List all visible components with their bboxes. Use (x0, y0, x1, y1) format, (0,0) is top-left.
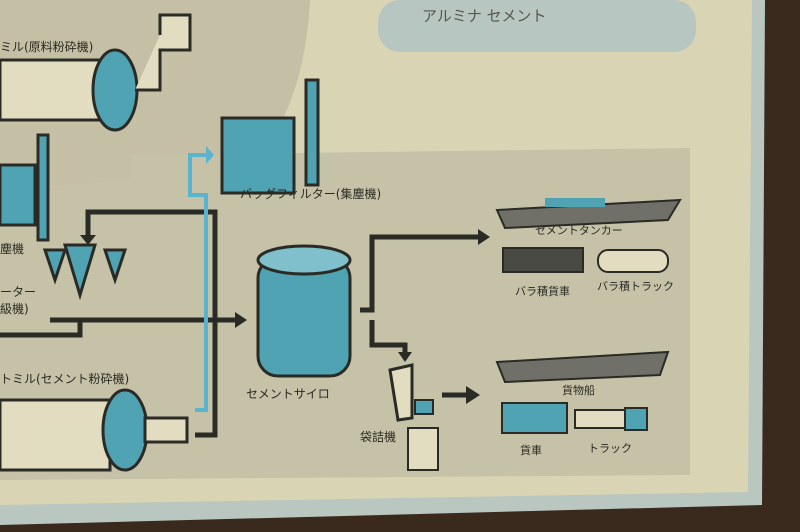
bagging-machine-icon (388, 363, 439, 471)
bulk-freight-car-icon (502, 247, 584, 273)
truck-label: トラック (588, 442, 632, 455)
bag-filter-label: バッグフィルター(集塵機) (240, 187, 382, 201)
freight-car-icon (501, 402, 568, 434)
bulk-truck-label: バラ積トラック (597, 280, 674, 293)
bagging-machine-label: 袋詰機 (360, 430, 397, 444)
separator-label-2: 級機) (0, 302, 29, 316)
freight-car-label: 貨車 (520, 444, 542, 457)
bulk-freight-car-label: バラ積貨車 (515, 285, 570, 298)
bulk-truck-icon (597, 249, 669, 273)
cement-mill-label: トミル(セメント粉砕機) (0, 372, 130, 386)
raw-mill-label: ミル(原料粉砕機) (0, 40, 94, 54)
arrowheads (80, 229, 490, 404)
separator-icon (42, 243, 128, 301)
cement-silo-icon (256, 244, 352, 378)
air-flow-line (188, 153, 208, 412)
cargo-ship-label: 貨物船 (562, 384, 595, 397)
cement-silo-label: セメントサイロ (246, 387, 330, 401)
separator-label-1: ーター (0, 285, 37, 299)
bag-filter-icon (220, 78, 320, 195)
dust-collector-icon (0, 163, 37, 227)
alumina-cement-label: アルミナ セメント (422, 7, 547, 25)
flow-lines (0, 209, 478, 438)
raw-mill-icon (0, 13, 192, 132)
alumina-cement-box (378, 0, 696, 52)
cement-mill-icon (0, 388, 189, 472)
truck-icon (574, 407, 648, 431)
dust-collector-label: 塵機 (0, 242, 25, 256)
cargo-ship-icon (495, 350, 670, 384)
cement-tanker-icon (495, 198, 682, 230)
cement-tanker-label: セメントタンカー (535, 224, 623, 237)
